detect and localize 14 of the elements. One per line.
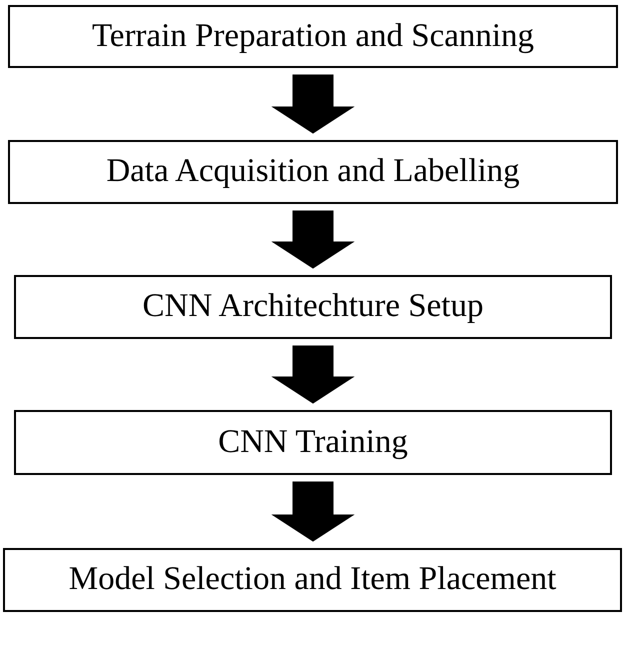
box-label: CNN Architechture Setup bbox=[142, 287, 484, 326]
process-box bbox=[8, 5, 618, 68]
box-label: Data Acquisition and Labelling bbox=[106, 152, 520, 192]
arrow bbox=[271, 482, 355, 542]
process-box bbox=[3, 548, 622, 612]
arrow bbox=[271, 210, 355, 269]
arrow bbox=[271, 74, 355, 134]
arrow bbox=[271, 346, 355, 404]
process-box bbox=[14, 275, 612, 339]
box-label: Model Selection and Item Placement bbox=[68, 560, 556, 600]
box-label: Terrain Preparation and Scanning bbox=[92, 16, 534, 56]
process-box bbox=[14, 410, 612, 475]
box-label: CNN Training bbox=[218, 422, 408, 462]
process-box bbox=[8, 140, 618, 204]
